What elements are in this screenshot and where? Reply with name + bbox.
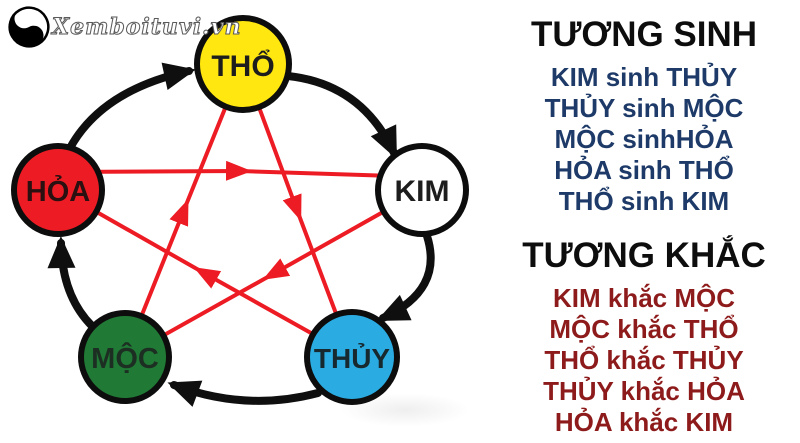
arrow-hoa-sinh-tho [66, 62, 196, 152]
sinh-section-title: TƯƠNG SINH [530, 15, 758, 54]
khac-rule: KIM khắc MỘC [552, 283, 736, 313]
element-kim-circle [375, 143, 469, 237]
watermark-smudge [340, 393, 470, 427]
arrow-moc-sinh-hoa [47, 236, 96, 330]
sinh-rule: KIM sinh THỦY [550, 62, 738, 92]
khac-section-title: TƯƠNG KHẮC [522, 236, 766, 275]
khac-rule: MỘC khắc THỔ [549, 314, 739, 344]
arrow-hoa-khac-kim [57, 160, 423, 181]
arrow-tho-khac-thuy [241, 63, 354, 357]
element-tho-label: THỔ [211, 49, 274, 83]
sinh-rule: MỘC sinhHỎA [554, 124, 734, 154]
khac-rule: THỔ khắc THỦY [544, 345, 744, 375]
arrow-kim-khac-moc [124, 188, 423, 359]
arrow-thuy-khac-hoa [57, 188, 353, 358]
cycles-text-panel: TƯƠNG SINH KIM sinh THỦY THỦY sinh MỘC M… [494, 16, 794, 438]
sinh-cycle-arrows [47, 62, 435, 407]
element-kim-label: KIM [395, 175, 450, 208]
sinh-rule: THỦY sinh MỘC [544, 93, 744, 123]
sinh-rule: THỔ sinh KIM [558, 186, 730, 216]
element-hoa-circle [11, 143, 105, 237]
arrow-thuy-sinh-moc [167, 380, 322, 407]
logo: Xemboituvi.vn [8, 6, 242, 48]
element-moc-circle [78, 310, 172, 404]
khac-rule: THỦY khắc HỎA [543, 376, 745, 406]
five-elements-diagram: THỔ KIM THỦY MỘC HỎA [11, 15, 469, 407]
arrow-tho-sinh-kim [284, 72, 398, 160]
element-tho-circle [194, 15, 292, 113]
arrow-moc-khac-tho [123, 63, 245, 358]
khac-cycle-arrows [57, 63, 423, 359]
khac-rule: HỎA khắc KIM [554, 407, 734, 437]
element-thuy-label: THỦY [314, 342, 391, 374]
sinh-rule: HỎA sinh THỔ [554, 155, 734, 185]
logo-text: Xemboituvi.vn [52, 14, 242, 41]
yin-yang-icon [8, 6, 50, 48]
element-moc-label: MỘC [91, 341, 159, 375]
element-thuy-circle [304, 309, 400, 405]
element-hoa-label: HỎA [26, 174, 91, 208]
arrow-kim-sinh-thuy [376, 232, 435, 322]
